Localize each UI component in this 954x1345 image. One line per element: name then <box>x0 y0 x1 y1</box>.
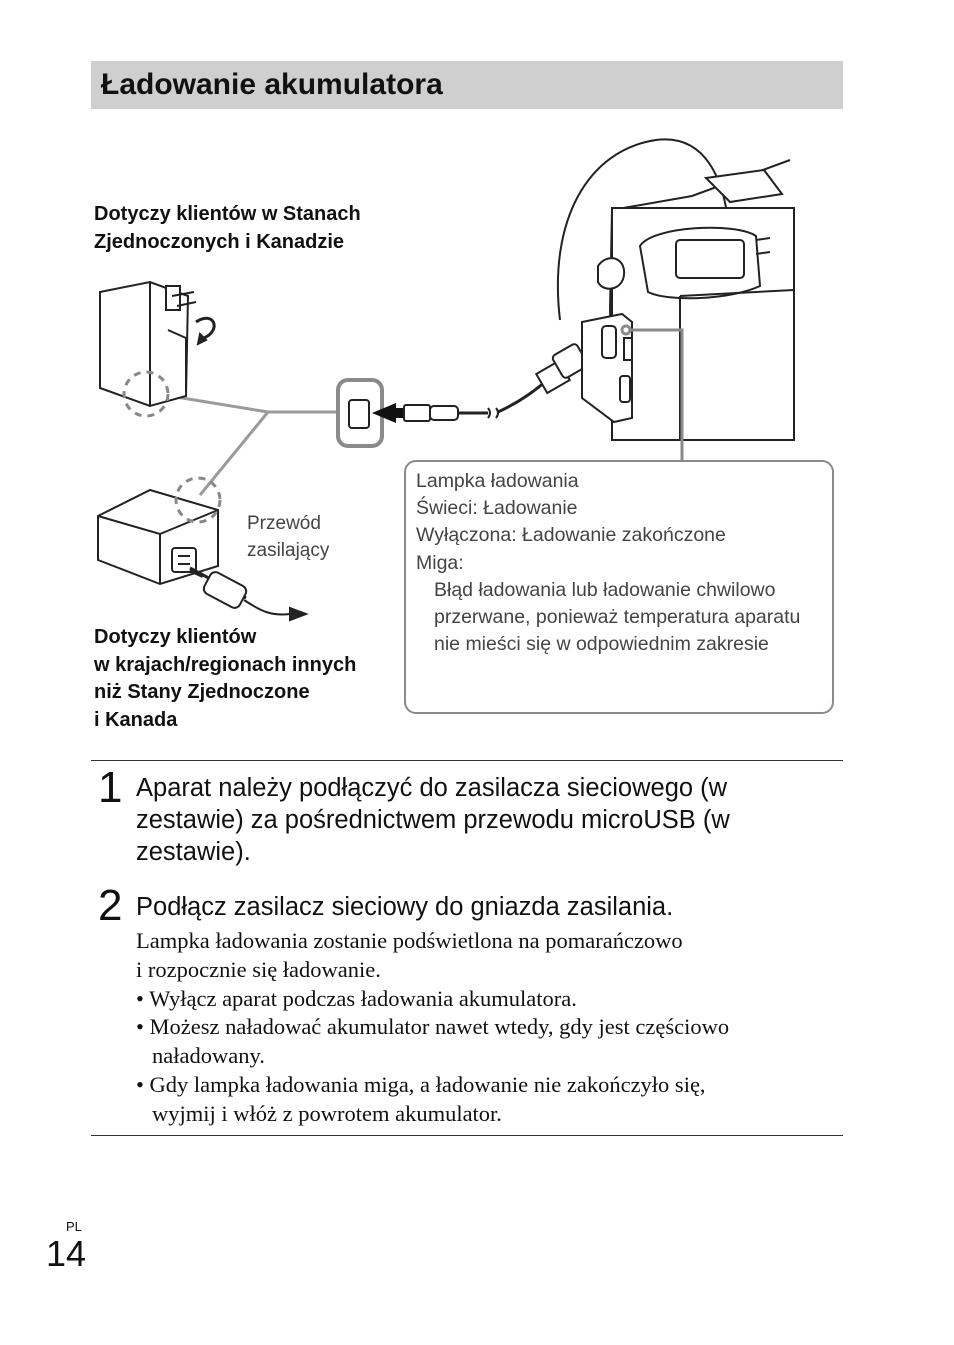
charge-lamp-leader <box>620 324 684 460</box>
other-regions-label: Dotyczy klientów w krajach/regionach inn… <box>94 626 357 731</box>
us-canada-label: Dotyczy klientów w Stanach Zjednoczonych… <box>94 203 361 253</box>
step-2-text: Podłącz zasilacz sieciowy do gniazda zas… <box>136 893 674 921</box>
us-ac-adapter <box>99 280 216 408</box>
charging-illustration <box>97 138 795 622</box>
section-title-bar: Ładowanie akumulatora <box>91 61 843 109</box>
step-2-body: Lampka ładowania zostanie podświetlona n… <box>136 927 729 1129</box>
power-cord-label: Przewód zasilający <box>247 513 330 561</box>
intl-port-highlight <box>174 476 222 524</box>
usb-cable <box>403 343 589 422</box>
adapter-connector-lines <box>169 394 338 496</box>
section-title: Ładowanie akumulatora <box>101 68 443 101</box>
charge-lamp-info-box: Lampka ładowania Świeci: Ładowanie Wyłąc… <box>404 460 834 714</box>
bullet-item: • Gdy lampka ładowania miga, a ładowanie… <box>136 1071 706 1126</box>
us-port-highlight <box>122 370 170 418</box>
language-tag: PL <box>66 1219 82 1234</box>
lamp-blink: Miga: <box>416 551 464 574</box>
lamp-title: Lampka ładowania <box>416 470 579 492</box>
usb-port <box>348 399 370 429</box>
step-number-1: 1 <box>98 763 123 812</box>
bullet-item: • Możesz naładować akumulator nawet wted… <box>136 1014 730 1069</box>
step-1-text: Aparat należy podłączyć do zasilacza sie… <box>136 774 730 866</box>
intl-ac-adapter <box>97 488 309 622</box>
page-number: 14 <box>46 1233 87 1274</box>
lamp-blink-detail-3: nie mieści się w odpowiednim zakresie <box>434 633 769 656</box>
divider-top <box>91 760 843 761</box>
step-number-2: 2 <box>98 881 123 930</box>
lamp-lit: Świeci: Ładowanie <box>416 497 578 520</box>
lamp-blink-detail-1: Błąd ładowania lub ładowanie chwilowo <box>434 578 776 601</box>
charge-lamp-text: Lampka ładowania Świeci: Ładowanie Wyłąc… <box>416 468 800 658</box>
divider-bottom <box>91 1135 843 1136</box>
camera <box>556 138 795 441</box>
lamp-blink-detail-2: przerwane, ponieważ temperatura aparatu <box>434 606 801 629</box>
lamp-off: Wyłączona: Ładowanie zakończone <box>416 524 726 547</box>
usb-insert-arrow <box>372 403 396 423</box>
bullet-item: • Wyłącz aparat podczas ładowania akumul… <box>136 985 577 1011</box>
